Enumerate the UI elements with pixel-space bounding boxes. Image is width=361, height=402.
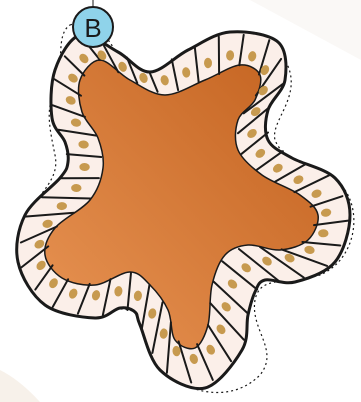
epithelial-ring (17, 32, 350, 389)
cell-wall (42, 197, 91, 198)
badge: B (73, 0, 113, 47)
badge-label: B (84, 13, 101, 43)
